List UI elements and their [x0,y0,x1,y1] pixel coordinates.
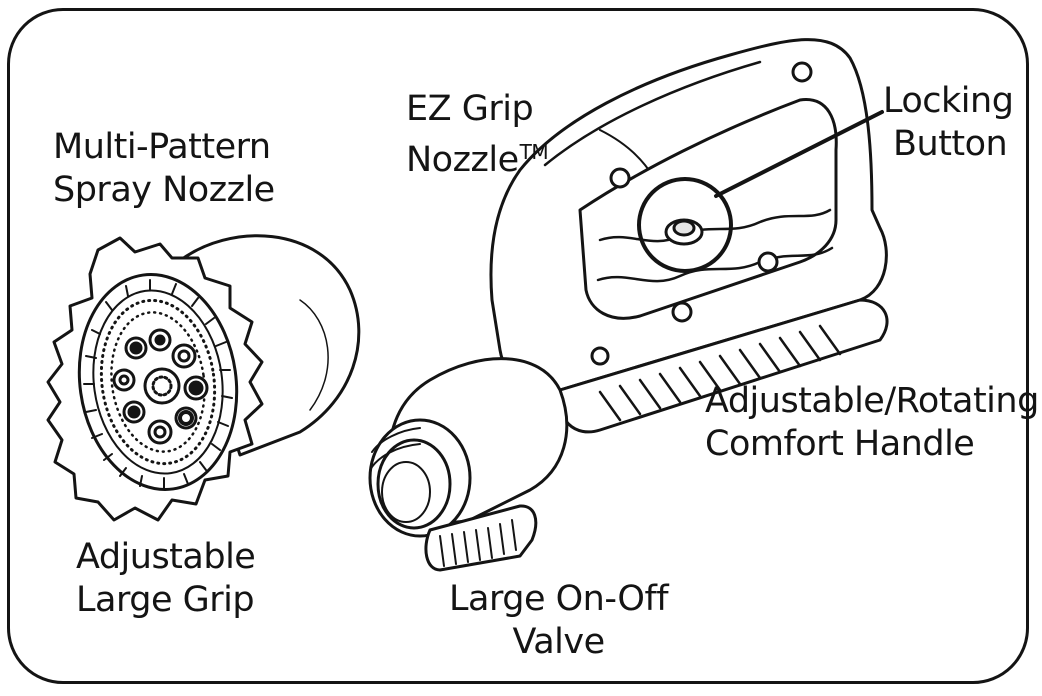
comfort-handle-label: Adjustable/Rotating Comfort Handle [705,380,1039,466]
trademark-mark: TM [519,140,549,164]
nozzle-face-inner [92,289,224,475]
ez-grip-nozzle-drawing [368,38,889,572]
pattern-center [143,367,181,405]
on-off-valve-line2: Valve [512,622,605,662]
pattern-hole [188,380,204,396]
pattern-center [151,375,173,397]
pattern-hole [147,419,173,445]
handle-rivet [609,167,631,189]
spray-nozzle-drawing [46,234,361,522]
pattern-hole [153,425,167,439]
handle-rivet [757,251,779,273]
pattern-hole [112,368,136,392]
pattern-hole [129,341,143,355]
handle-grip-wave [598,208,832,243]
multi-pattern-line2: Spray Nozzle [53,170,275,210]
large-grip-line1: Adjustable [76,537,256,577]
pattern-hole [118,374,130,386]
locking-button-callout [637,110,884,273]
pattern-hole [154,334,166,346]
nozzle-dot-ring [99,298,217,466]
locking-button-label: Locking Button [883,80,1014,166]
ez-grip-line1: EZ Grip [406,89,534,129]
ez-grip-line2: NozzleTM [406,131,549,182]
handle-rivet [671,301,693,323]
ez-grip-line2-text: Nozzle [406,140,519,180]
on-off-valve-label: Large On-Off Valve [449,578,669,664]
pattern-hole [178,410,194,426]
comfort-handle-line1: Adjustable/Rotating [705,381,1039,421]
handle-rivet [590,346,610,366]
rim-ticks [83,279,233,489]
multi-pattern-label: Multi-Pattern Spray Nozzle [53,126,275,212]
callout-circle [637,177,733,273]
pattern-hole [127,405,141,419]
pattern-hole [171,343,197,369]
handle-grip-wave [596,246,834,283]
locking-button-top [672,219,696,237]
ez-grip-label: EZ Grip NozzleTM [406,88,549,182]
nozzle-dot-ring-inner [110,311,206,453]
hose-connector-threads [369,427,421,471]
on-off-valve-line1: Large On-Off [449,579,669,619]
callout-leader [714,110,884,198]
comfort-handle-line2: Comfort Handle [705,424,975,464]
nozzle-body-shadow [299,299,329,411]
large-grip-label: Adjustable Large Grip [76,536,256,622]
on-off-valve [424,504,538,572]
large-grip-line2: Large Grip [76,580,255,620]
hose-connector-inner [376,438,452,530]
locking-button-line2: Button [893,124,1008,164]
on-off-valve-grooves [439,519,517,567]
handle-rivet [791,61,813,83]
locking-button-line1: Locking [883,81,1014,121]
handle-top-bevel [543,60,762,167]
comfort-handle-ridges [598,324,842,422]
pattern-hole [177,349,191,363]
multi-pattern-line1: Multi-Pattern [53,127,271,167]
hose-connector-face [381,461,431,523]
